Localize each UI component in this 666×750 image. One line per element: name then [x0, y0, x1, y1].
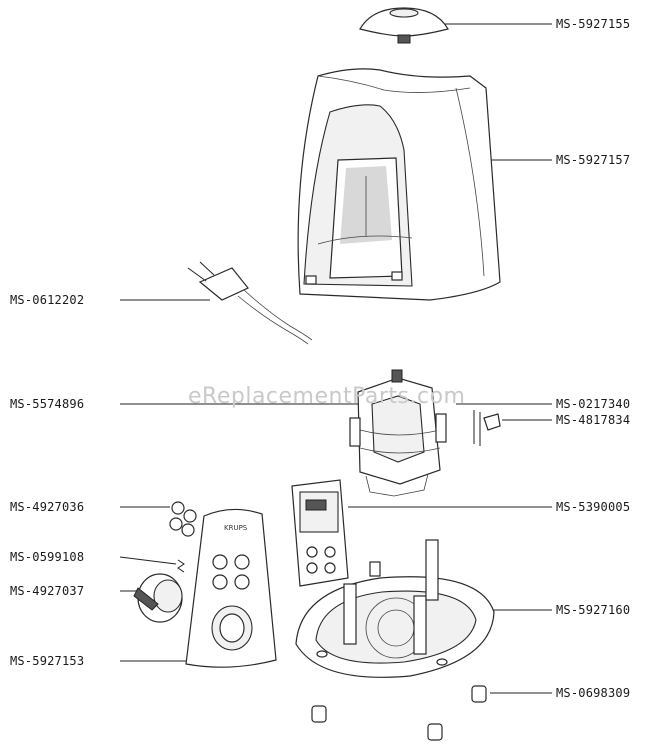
rubber-feet-part [311, 685, 487, 741]
spring-part [177, 559, 185, 573]
part-label-motor: MS-5574896 [10, 397, 85, 411]
rotary-knob-part [133, 573, 183, 623]
part-label-base: MS-5927160 [556, 603, 631, 617]
part-label-clip: MS-4817834 [556, 413, 631, 427]
part-label-top-cap: MS-5927155 [556, 17, 631, 31]
part-label-circuit-board: MS-5390005 [556, 500, 631, 514]
watermark: eReplacementParts.com [188, 384, 466, 409]
part-label-rotary-knob: MS-4927037 [10, 584, 85, 598]
part-label-housing: MS-5927157 [556, 153, 631, 167]
housing-part [297, 68, 501, 301]
part-label-spring: MS-0599108 [10, 550, 85, 564]
wire-clip-part [473, 410, 501, 446]
part-label-wire: MS-0217340 [556, 397, 631, 411]
circuit-board-part [291, 479, 349, 587]
push-buttons-part [169, 501, 197, 537]
part-label-rubber-feet: MS-0698309 [556, 686, 631, 700]
front-panel-part: KRUPS [185, 508, 277, 668]
part-label-push-buttons: MS-4927036 [10, 500, 85, 514]
base-part [295, 539, 495, 678]
motor-part [349, 369, 447, 497]
brand-mark: KRUPS [224, 524, 248, 532]
part-label-front-panel: MS-5927153 [10, 654, 85, 668]
top-cap-part [359, 7, 449, 44]
part-label-power-cord: MS-0612202 [10, 293, 85, 307]
power-cord-part [187, 261, 313, 345]
